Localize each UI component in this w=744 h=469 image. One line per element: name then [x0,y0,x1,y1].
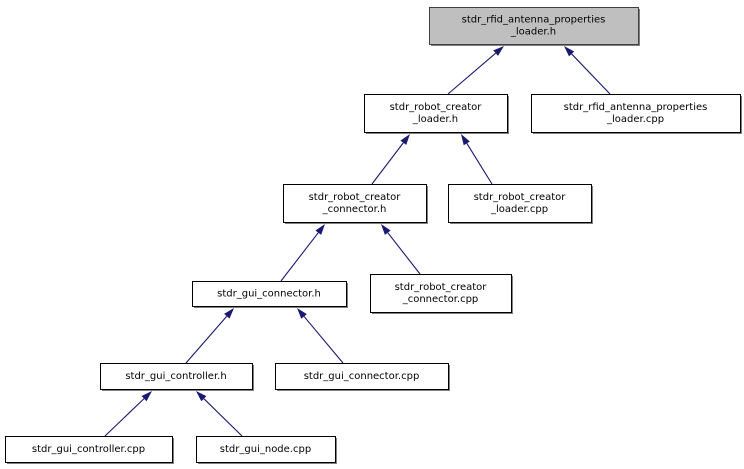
node-label: stdr_rfid_antenna_properties_loader.h [462,14,606,37]
dependency-edge [371,134,410,185]
dependency-edge [461,134,493,185]
node-box[interactable] [192,281,347,307]
dependency-edge [297,308,344,364]
dependency-edge [104,391,152,437]
node-box[interactable] [531,94,741,133]
node-label: stdr_gui_node.cpp [220,444,311,455]
graph-node-rfid_antenna_properties_loader_h[interactable]: stdr_rfid_antenna_properties_loader.h [429,7,641,47]
dependency-edge [564,46,611,95]
node-box[interactable] [100,363,253,390]
node-box[interactable] [5,436,173,463]
graph-node-gui_connector_h[interactable]: stdr_gui_connector.h [192,281,349,309]
node-label: stdr_robot_creator_loader.cpp [474,192,567,215]
dependency-edge [185,308,234,364]
node-label: stdr_robot_creator_loader.h [390,102,483,125]
graph-node-robot_creator_loader_h[interactable]: stdr_robot_creator_loader.h [364,94,510,135]
graph-node-gui_controller_cpp[interactable]: stdr_gui_controller.cpp [5,436,175,465]
graph-node-gui_controller_h[interactable]: stdr_gui_controller.h [100,363,255,392]
node-box[interactable] [283,184,427,223]
node-label: stdr_gui_connector.cpp [304,371,420,382]
graph-node-robot_creator_connector_h[interactable]: stdr_robot_creator_connector.h [283,184,429,225]
node-box[interactable] [196,436,336,463]
graph-node-rfid_antenna_properties_loader_cpp[interactable]: stdr_rfid_antenna_properties_loader.cpp [531,94,743,135]
node-box[interactable] [275,363,449,390]
dependency-edge [447,46,504,95]
dependency-edge [280,224,325,282]
node-label: stdr_gui_connector.h [217,289,321,300]
dependency-edge [381,224,421,275]
node-box[interactable] [448,184,592,223]
node-box[interactable] [370,274,512,313]
edges-layer [104,46,611,437]
node-box[interactable] [429,7,639,45]
graph-node-robot_creator_connector_cpp[interactable]: stdr_robot_creator_connector.cpp [370,274,514,315]
node-label: stdr_robot_creator_connector.h [309,192,402,215]
graph-node-robot_creator_loader_cpp[interactable]: stdr_robot_creator_loader.cpp [448,184,594,225]
node-label: stdr_robot_creator_connector.cpp [395,282,488,305]
graph-node-gui_connector_cpp[interactable]: stdr_gui_connector.cpp [275,363,451,392]
graph-node-gui_node_cpp[interactable]: stdr_gui_node.cpp [196,436,338,465]
node-label: stdr_rfid_antenna_properties_loader.cpp [564,102,708,125]
node-label: stdr_gui_controller.cpp [32,444,145,455]
node-box[interactable] [364,94,508,133]
node-label: stdr_gui_controller.h [125,371,226,382]
dependency-edge [196,391,243,437]
nodes-layer: stdr_rfid_antenna_properties_loader.hstd… [5,7,743,465]
